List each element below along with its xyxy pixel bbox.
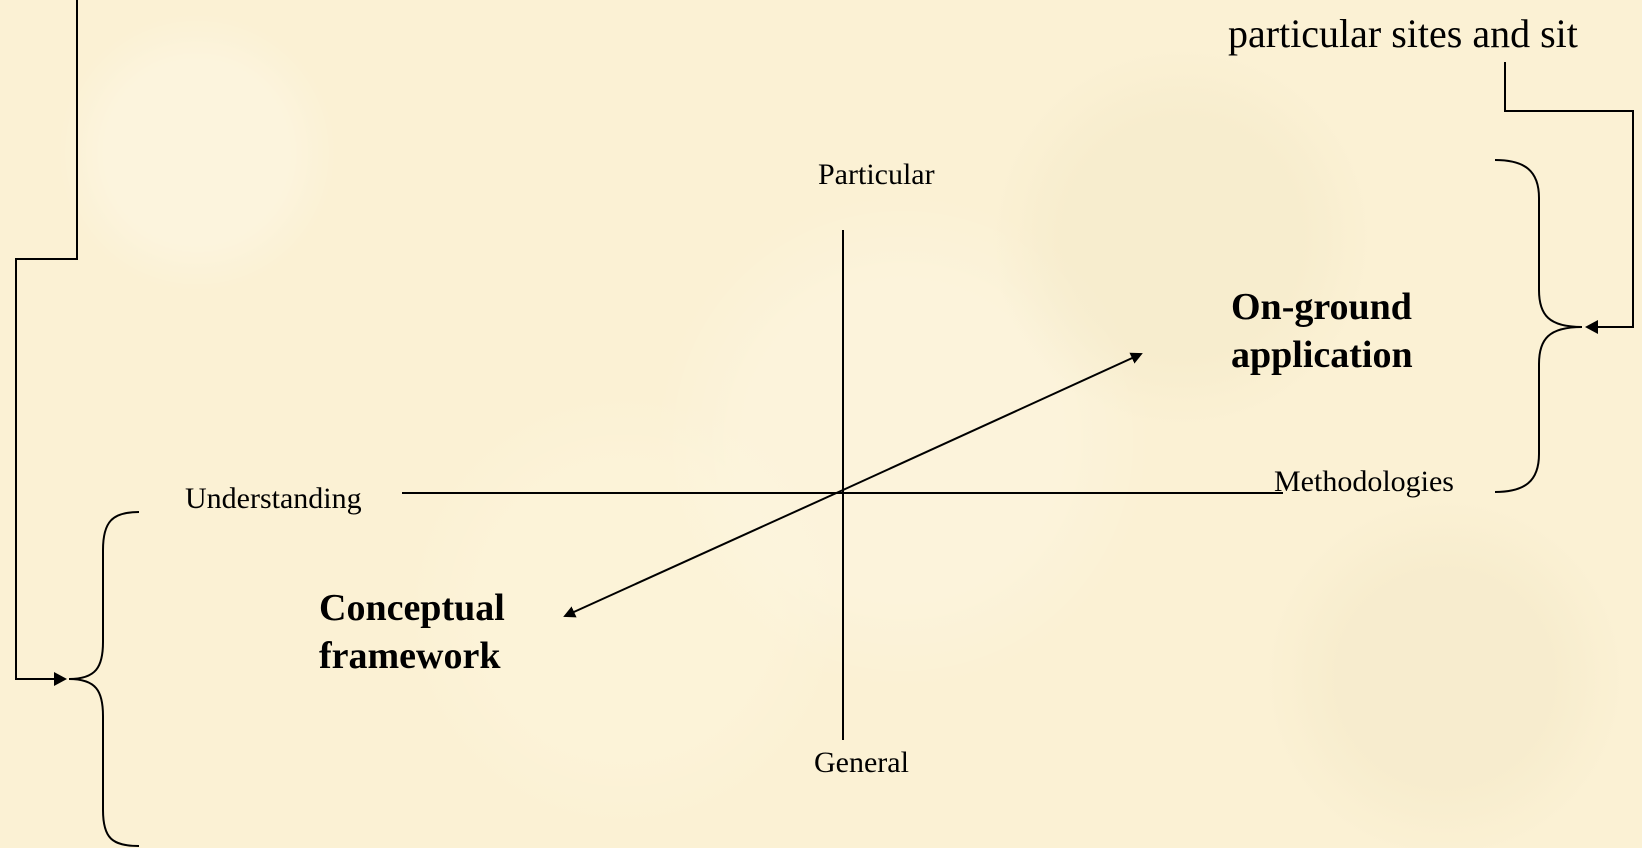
on-ground-line-1: On-ground: [1231, 286, 1412, 328]
left-axis-label: Understanding: [185, 482, 362, 515]
on-ground-line-2: application: [1231, 334, 1413, 377]
on-ground-application-label: On-ground application: [1231, 283, 1413, 380]
conceptual-line-1: Conceptual: [319, 587, 505, 629]
diagonal-arrow-to-on-ground: [842, 352, 1143, 491]
top-axis-label: Particular: [818, 158, 935, 191]
right-connector-arrow-icon: [1585, 320, 1598, 334]
conceptual-framework-label: Conceptual framework: [319, 584, 505, 681]
right-axis-label: Methodologies: [1274, 465, 1454, 498]
bottom-axis-label: General: [814, 746, 909, 779]
top-caption: particular sites and sit: [1228, 11, 1578, 56]
conceptual-line-2: framework: [319, 635, 501, 678]
left-curly-brace: [68, 511, 140, 847]
right-curly-brace: [1494, 159, 1583, 493]
diagonal-arrow-to-conceptual: [563, 489, 844, 618]
left-connector-line: [15, 0, 78, 680]
right-connector-line: [1504, 62, 1634, 328]
left-connector-arrow-icon: [54, 672, 67, 686]
